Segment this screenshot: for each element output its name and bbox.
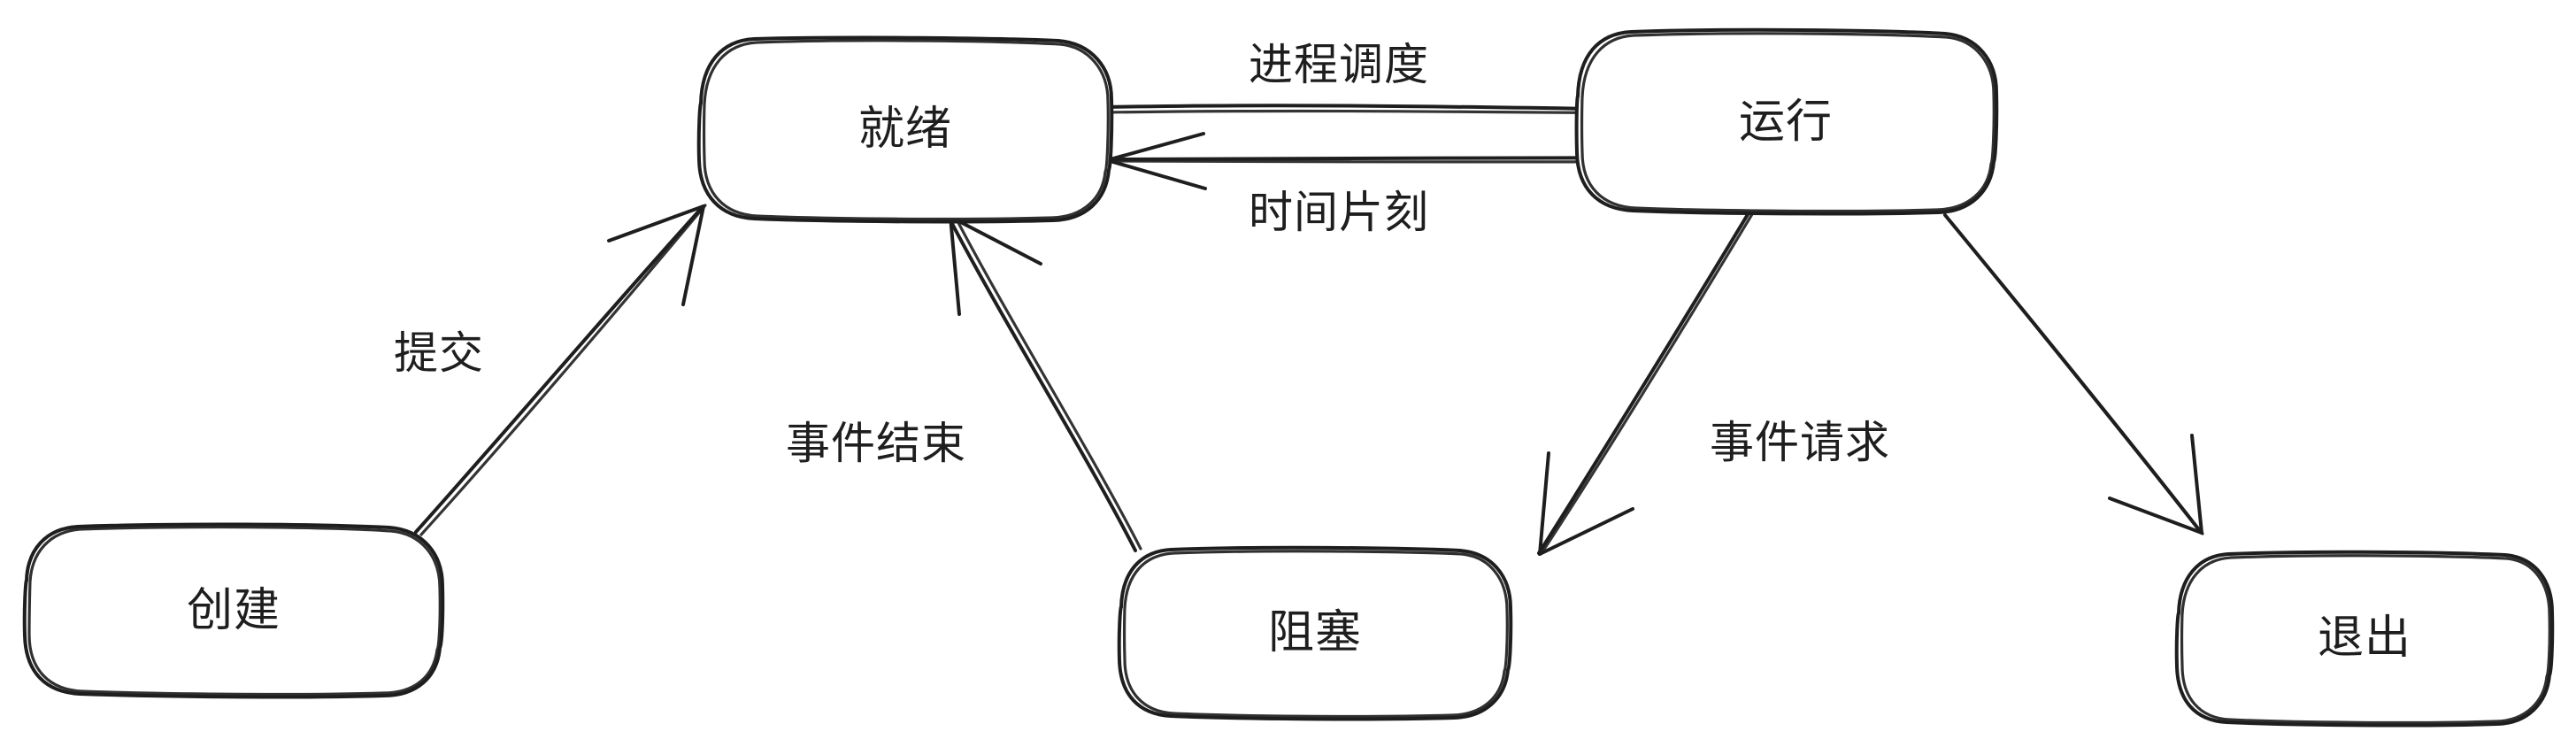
edge-created-to-ready[interactable] bbox=[414, 204, 707, 536]
node-running[interactable] bbox=[1574, 27, 1999, 216]
node-label-created: 创建 bbox=[186, 584, 281, 637]
edge-blocked-to-ready[interactable] bbox=[948, 214, 1142, 552]
node-label-exited: 退出 bbox=[2317, 612, 2412, 665]
edge-label-event-finished: 事件结束 bbox=[786, 418, 966, 469]
edge-running-to-exited[interactable] bbox=[1943, 213, 2204, 535]
node-blocked[interactable] bbox=[1117, 545, 1513, 721]
edge-label-event-request: 事件请求 bbox=[1710, 417, 1890, 468]
edge-label-time-slice: 时间片刻 bbox=[1249, 187, 1429, 238]
node-ready[interactable] bbox=[696, 35, 1114, 224]
node-label-blocked: 阻塞 bbox=[1267, 606, 1363, 659]
node-label-ready: 就绪 bbox=[857, 103, 953, 156]
node-created[interactable] bbox=[22, 522, 445, 699]
edge-label-submit: 提交 bbox=[394, 327, 484, 379]
edge-running-to-blocked[interactable] bbox=[1537, 204, 1759, 556]
node-exited[interactable] bbox=[2174, 550, 2555, 728]
edge-label-process-scheduling: 进程调度 bbox=[1249, 39, 1429, 90]
node-label-running: 运行 bbox=[1738, 96, 1834, 149]
